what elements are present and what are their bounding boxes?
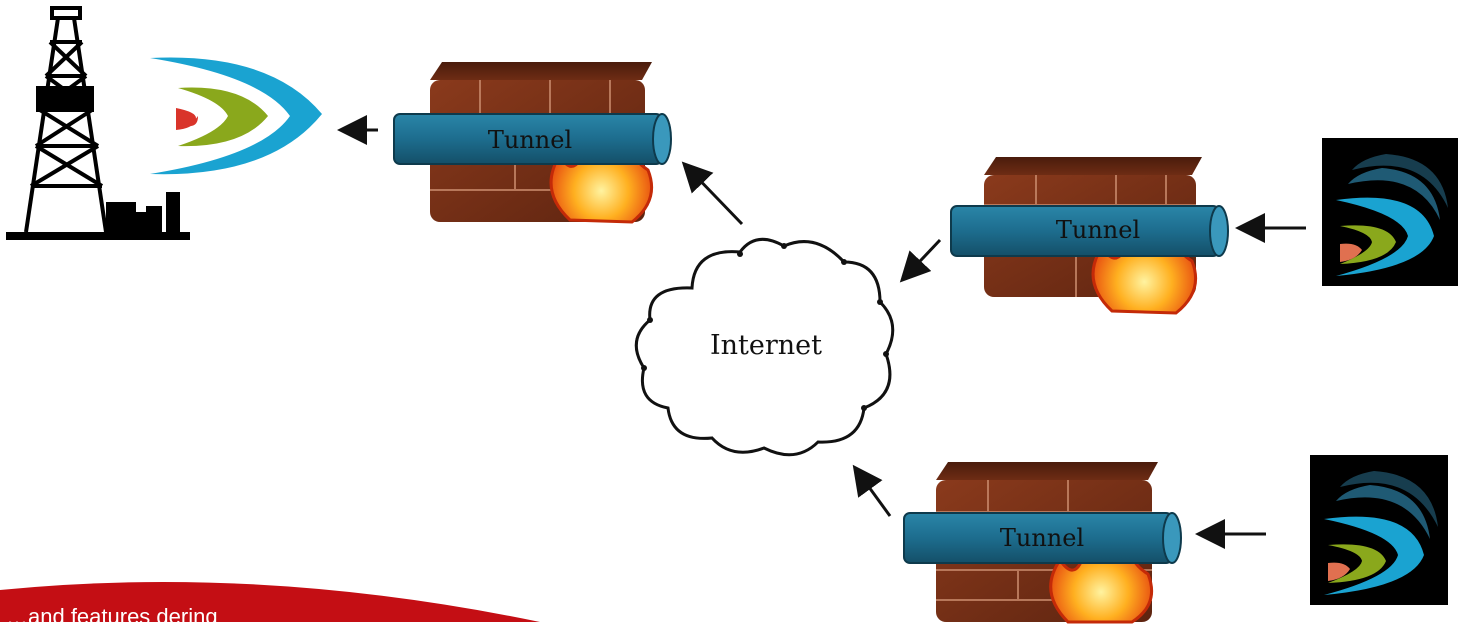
footer-text: …and features dering <box>6 604 218 629</box>
tunnel-label: Tunnel <box>1055 216 1141 244</box>
tunnel-pipe-icon <box>945 204 1230 258</box>
internet-label: Internet <box>710 330 823 361</box>
tunnel-pipe-icon <box>898 511 1183 565</box>
oil-derrick-icon <box>6 6 192 242</box>
arrow-icon <box>337 115 380 145</box>
tunnel-label: Tunnel <box>999 524 1085 552</box>
arrow-icon <box>898 236 946 284</box>
arrow-icon <box>676 158 748 230</box>
tunnel-pipe-icon <box>388 112 673 166</box>
brand-logo-icon <box>150 56 325 176</box>
arrow-icon <box>1235 213 1308 243</box>
brand-logo-icon <box>1310 455 1448 605</box>
arrow-icon <box>850 464 894 520</box>
brand-logo-icon <box>1322 138 1458 286</box>
tunnel-label: Tunnel <box>487 126 573 154</box>
footer-band: …and features dering <box>0 570 560 629</box>
arrow-icon <box>1195 519 1268 549</box>
internet-cloud-icon <box>632 228 902 463</box>
